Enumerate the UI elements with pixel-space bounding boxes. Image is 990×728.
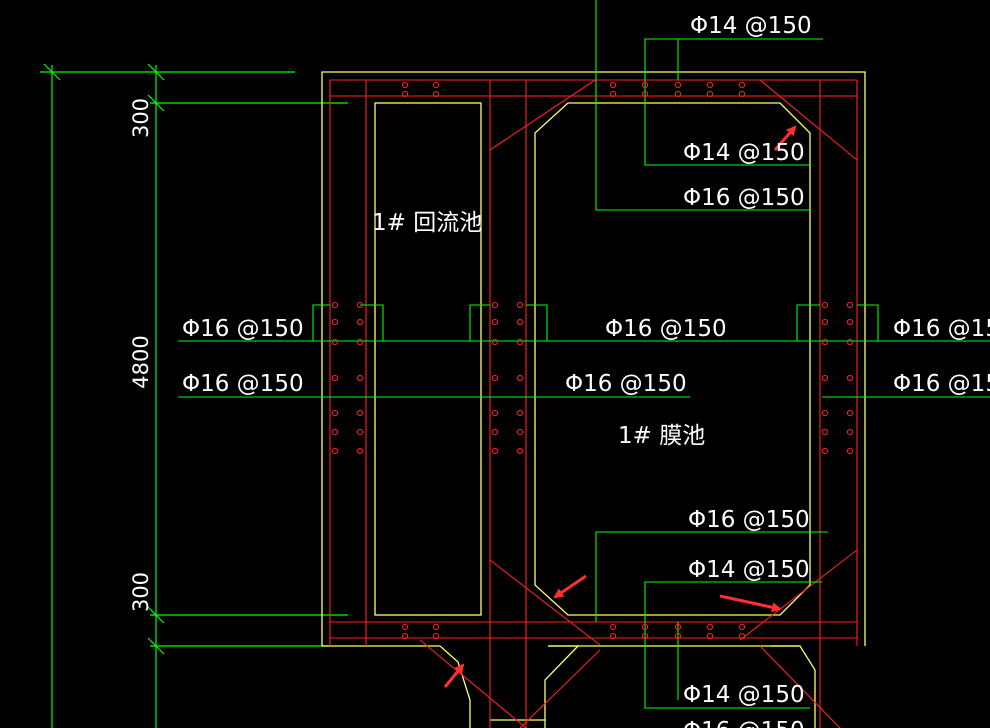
rebar-dot (356, 301, 364, 309)
rebar-dot (609, 623, 617, 631)
rebar-dot (516, 318, 524, 326)
rebar-dot (491, 318, 499, 326)
rebar-label-mid-center2: Φ16 @150 (565, 371, 687, 397)
dimension-lines (40, 63, 348, 728)
rebar-label-mid-right2: Φ16 @150 (893, 371, 990, 397)
concrete-outline (321, 71, 866, 728)
rebar-dot (401, 81, 409, 89)
rebar-dot (356, 409, 364, 417)
rebar-dot (432, 90, 440, 98)
rebar-dot (609, 81, 617, 89)
arrow-bottom-mid (553, 574, 587, 599)
rebar-dot (641, 623, 649, 631)
rebar-dot (356, 374, 364, 382)
rebar-dot (738, 90, 746, 98)
rebar-dot (356, 447, 364, 455)
rebar-dot (846, 409, 854, 417)
rebar-dot (821, 338, 829, 346)
rebar-dot (738, 632, 746, 640)
rebar-dot (609, 90, 617, 98)
rebar-label-bot3: Φ14 @150 (683, 682, 805, 708)
rebar-dot (491, 338, 499, 346)
rebar-dot (356, 318, 364, 326)
dimension-top: 300 (129, 98, 153, 138)
rebar-label-mid-left1: Φ16 @150 (182, 316, 304, 342)
rebar-dot (432, 623, 440, 631)
dimension-middle: 4800 (129, 335, 153, 388)
rebar-label-mid-left2: Φ16 @150 (182, 371, 304, 397)
rebar-dot (401, 632, 409, 640)
rebar-dot (738, 623, 746, 631)
rebar-label-mid-right1: Φ16 @150 (893, 316, 990, 342)
leader-lines (178, 0, 990, 709)
rebar-dot (491, 301, 499, 309)
tank-label-reflux: 1# 回流池 (372, 210, 482, 236)
rebar-label-bot2: Φ14 @150 (688, 557, 810, 583)
rebar-dot (641, 632, 649, 640)
rebar-label-mid-center1: Φ16 @150 (605, 316, 727, 342)
rebar-dot (846, 301, 854, 309)
rebar-dot (821, 318, 829, 326)
rebar-dot (331, 338, 339, 346)
rebar-dot (491, 409, 499, 417)
rebar-dot (516, 428, 524, 436)
rebar-dot (846, 318, 854, 326)
rebar-label-top3: Φ16 @150 (683, 185, 805, 211)
rebar-dot (821, 447, 829, 455)
rebar-dot (674, 81, 682, 89)
rebar-dot (706, 623, 714, 631)
rebar-dot (491, 428, 499, 436)
rebar-dot (846, 447, 854, 455)
arrow-top-right (773, 125, 797, 151)
rebar-dot (331, 428, 339, 436)
rebar-dot (674, 632, 682, 640)
rebar-dot (516, 301, 524, 309)
rebar-dot (674, 623, 682, 631)
rebar-dot (738, 81, 746, 89)
annotation-arrows (443, 125, 797, 688)
rebar-label-top2: Φ14 @150 (683, 140, 805, 166)
rebar-dot (331, 301, 339, 309)
rebar-dot (821, 428, 829, 436)
rebar-dot (706, 632, 714, 640)
rebar-dot (641, 90, 649, 98)
rebar-dot (491, 447, 499, 455)
dimension-bottom: 300 (129, 572, 153, 612)
rebar-dot (516, 338, 524, 346)
rebar-label-bot4: Φ16 @150 (683, 718, 805, 728)
rebar-dot (516, 409, 524, 417)
tank-label-membrane: 1# 膜池 (618, 423, 705, 449)
rebar-dot (609, 632, 617, 640)
rebar-label-top1: Φ14 @150 (690, 13, 812, 39)
rebar-dot (356, 338, 364, 346)
rebar-dot (331, 318, 339, 326)
rebar-dot (331, 409, 339, 417)
rebar-dot (674, 90, 682, 98)
rebar-dot (401, 623, 409, 631)
rebar-dot (821, 301, 829, 309)
rebar-dot (491, 374, 499, 382)
arrow-bottom-right (719, 594, 782, 613)
rebar-dot (331, 374, 339, 382)
rebar-dot (706, 90, 714, 98)
rebar-dot (846, 338, 854, 346)
rebar-dot (516, 374, 524, 382)
rebar-dot (331, 447, 339, 455)
rebar-dot (641, 81, 649, 89)
arrow-bottom-left (443, 663, 465, 688)
rebar-label-bot1: Φ16 @150 (688, 507, 810, 533)
rebar-dot (846, 428, 854, 436)
rebar-dot (432, 632, 440, 640)
rebar-dot (516, 447, 524, 455)
rebar-dots (331, 81, 854, 640)
rebar-dot (432, 81, 440, 89)
rebar-dot (356, 428, 364, 436)
rebar-dot (706, 81, 714, 89)
rebar-dot (401, 90, 409, 98)
rebar-lines (329, 79, 858, 728)
rebar-dot (821, 374, 829, 382)
rebar-dot (821, 409, 829, 417)
rebar-dot (846, 374, 854, 382)
